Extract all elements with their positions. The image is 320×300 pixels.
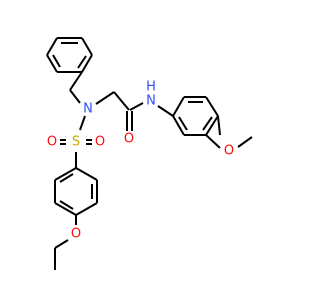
atom-s-sulfonyl: S — [72, 135, 80, 150]
bond-ch2-co — [113, 91, 130, 111]
methoxyphenyl-ring — [172, 96, 219, 136]
molecule-canvas: N O N H O S O O — [46, 37, 253, 270]
atom-n-amide: N — [146, 94, 156, 109]
bond-ring-o-methoxy-2 — [205, 134, 221, 149]
ethoxyphenyl-ring — [54, 167, 98, 216]
benzyl-ring — [46, 37, 93, 73]
atom-o-sulfonyl-right: O — [95, 135, 105, 150]
bond-ch2-n — [69, 89, 81, 104]
bond-ring-ch2 — [69, 71, 83, 91]
atom-o-carbonyl: O — [124, 132, 134, 147]
atom-o-sulfonyl-left: O — [47, 135, 57, 150]
atom-o-methoxy: O — [224, 144, 234, 159]
structure-diagram: N O N H O S O O — [46, 37, 253, 270]
bond-ring-o-methoxy — [217, 115, 221, 136]
bond-co-nh — [129, 102, 144, 111]
bond-n-ch2 — [95, 91, 115, 105]
bond-o-ch2 — [54, 239, 69, 249]
bond-n-s — [79, 115, 86, 131]
bond-nh-ring — [157, 105, 174, 117]
bond-o-methyl — [237, 136, 253, 148]
atom-h-amide: H — [146, 80, 156, 95]
atom-o-ethoxy: O — [71, 227, 81, 242]
atom-n-sulfonamide: N — [83, 102, 93, 117]
